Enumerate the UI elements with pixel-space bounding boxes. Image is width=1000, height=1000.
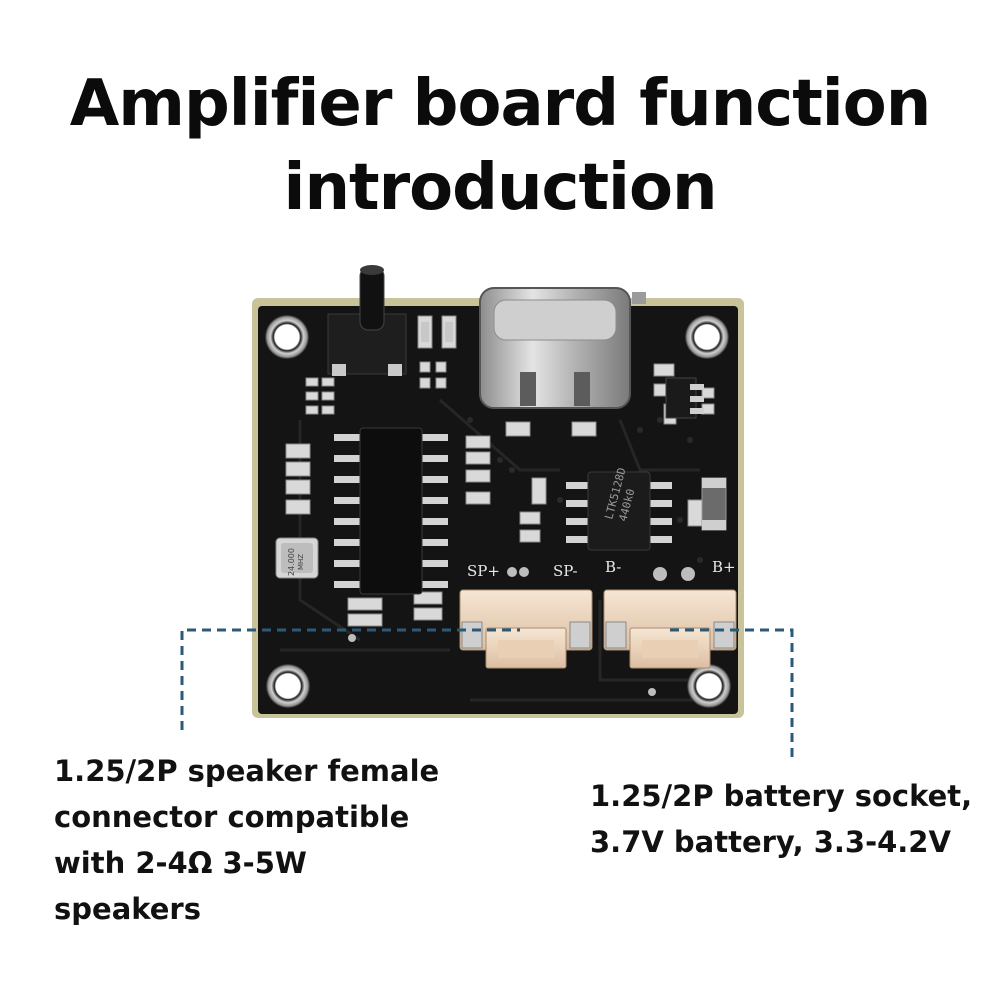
- speaker-callout-line-3: with 2-4Ω 3-5W: [54, 846, 307, 880]
- ic-ltk5128d: LTK5128D 440k0: [566, 466, 672, 551]
- title-line-1: Amplifier board function: [69, 67, 932, 141]
- label-sp-minus: SP-: [553, 562, 578, 580]
- inductor: [701, 477, 727, 531]
- battery-callout-line-1: 1.25/2P battery socket,: [590, 779, 973, 813]
- leds: [417, 315, 457, 349]
- usb-c-port: [479, 287, 646, 409]
- title-line-2: introduction: [283, 151, 718, 225]
- crystal-oscillator: 24.000 MHZ: [275, 537, 319, 579]
- pcb-traces: [280, 398, 700, 702]
- test-pads: [348, 567, 695, 696]
- page-title: Amplifier board function introduction: [0, 62, 1000, 230]
- speaker-callout-line-4: speakers: [54, 892, 201, 926]
- speaker-connector-callout: 1.25/2P speaker female connector compati…: [54, 748, 439, 932]
- push-button: [327, 265, 407, 376]
- label-b-plus: B+: [712, 558, 736, 576]
- ic-sop-left: [334, 427, 448, 595]
- label-sp-plus: SP+: [467, 562, 500, 580]
- crystal-marking-1: 24.000: [287, 548, 296, 576]
- battery-callout-line-2: 3.7V battery, 3.3-4.2V: [590, 825, 951, 859]
- callout-lines: [180, 628, 794, 762]
- crystal-marking-2: MHZ: [297, 554, 305, 570]
- speaker-connector: [459, 589, 593, 669]
- mounting-holes: [265, 315, 731, 708]
- label-b-minus: B-: [605, 558, 621, 576]
- regulator-chip: [665, 377, 704, 419]
- speaker-callout-line-1: 1.25/2P speaker female: [54, 754, 440, 788]
- speaker-callout-line: [180, 628, 520, 730]
- speaker-callout-line-2: connector compatible: [54, 800, 410, 834]
- pcb-vias: [467, 417, 703, 563]
- battery-socket-callout: 1.25/2P battery socket, 3.7V battery, 3.…: [590, 773, 972, 865]
- battery-callout-line: [670, 628, 794, 762]
